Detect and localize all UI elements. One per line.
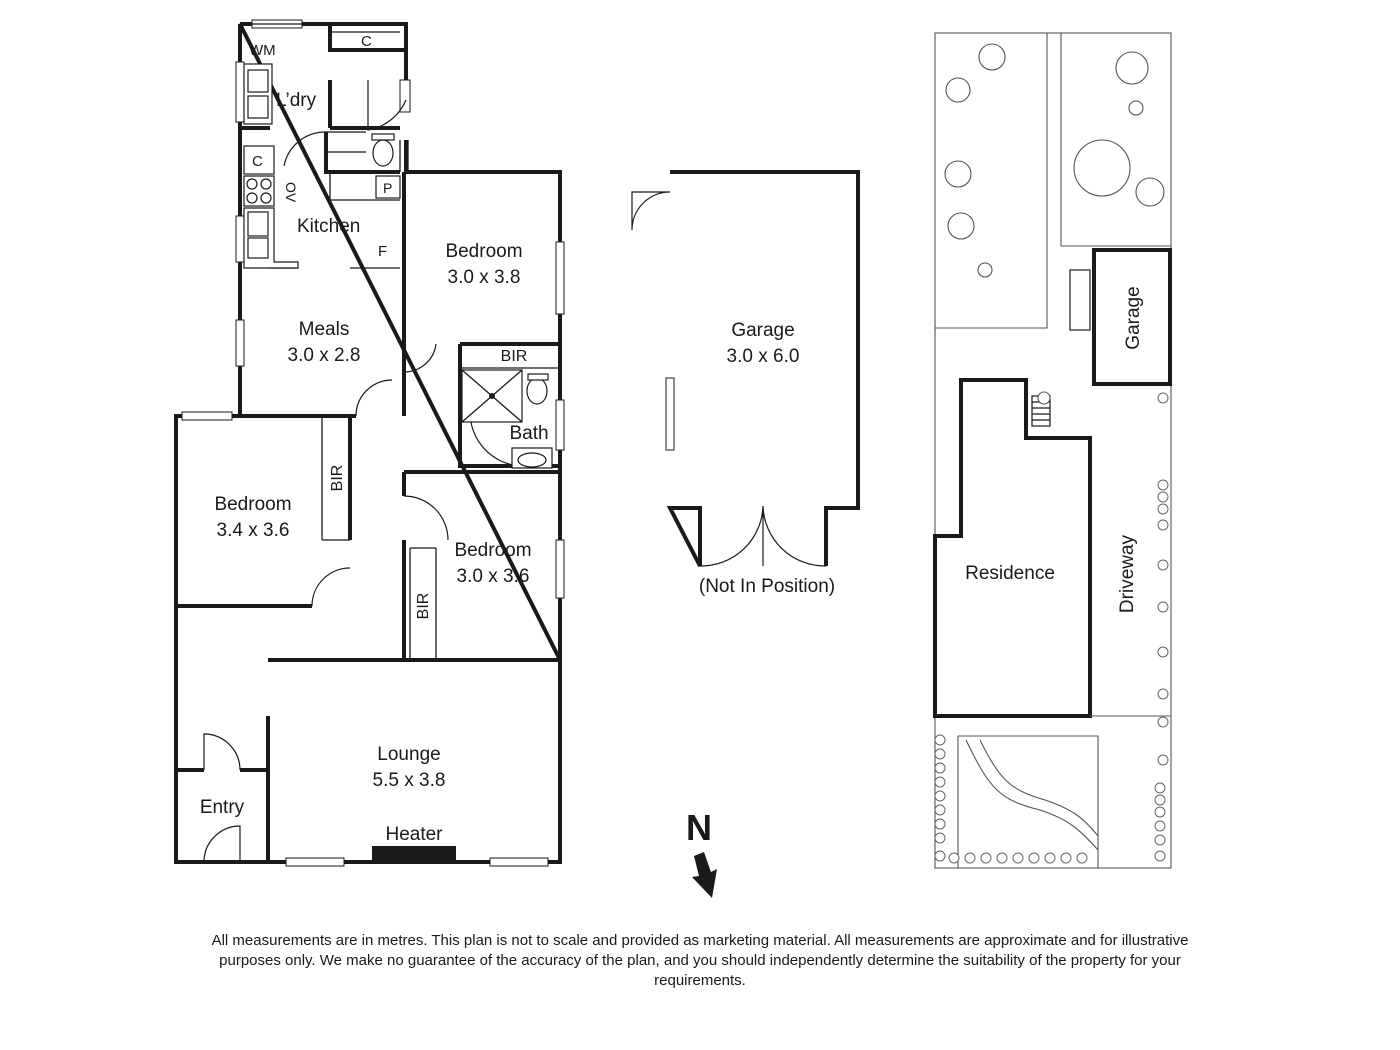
driveway-shrubs — [1154, 392, 1169, 862]
label-garage-size: 3.0 x 6.0 — [727, 346, 800, 367]
label-meals: Meals — [299, 319, 350, 340]
label-lounge: Lounge — [377, 744, 440, 765]
house-outer-wall — [174, 22, 562, 864]
north-label: N — [686, 807, 712, 848]
label-site-garage: Garage — [1123, 286, 1144, 349]
label-bedroom-rear-size: 3.0 x 3.8 — [448, 267, 521, 288]
label-bedroom-rear: Bedroom — [445, 241, 522, 262]
label-entry: Entry — [200, 797, 245, 818]
label-bedroom-mid-size: 3.0 x 3.6 — [457, 566, 530, 587]
label-garage-note: (Not In Position) — [699, 576, 835, 597]
front-shrubs — [934, 734, 1088, 864]
label-bedroom-west-size: 3.4 x 3.6 — [217, 520, 290, 541]
label-kitchen: Kitchen — [297, 216, 360, 237]
label-bedroom-mid: Bedroom — [454, 540, 531, 561]
label-bir-rear: BIR — [501, 348, 528, 365]
disclaimer-text: All measurements are in metres. This pla… — [211, 932, 1189, 989]
label-lounge-size: 5.5 x 3.8 — [373, 770, 446, 791]
label-bath: Bath — [509, 423, 548, 444]
garage-plan — [631, 170, 860, 567]
label-laundry: L’dry — [276, 90, 317, 111]
label-fridge: F — [378, 243, 387, 260]
label-cupboard-kitchen: C — [252, 153, 263, 170]
label-bir-west: BIR — [329, 465, 346, 492]
label-heater: Heater — [385, 824, 443, 845]
label-site-residence: Residence — [965, 563, 1055, 584]
label-garage: Garage — [731, 320, 794, 341]
site-plan — [933, 32, 1172, 869]
laundry-cupboard-wall — [328, 24, 406, 52]
label-pantry: P — [383, 180, 392, 196]
label-bir-mid: BIR — [415, 593, 432, 620]
label-wm: WM — [249, 42, 276, 59]
label-meals-size: 3.0 x 2.8 — [288, 345, 361, 366]
label-site-driveway: Driveway — [1117, 534, 1138, 613]
label-cupboard-laundry: C — [361, 33, 372, 50]
house-plan — [174, 19, 565, 867]
label-oven: OV — [283, 182, 299, 203]
label-bedroom-west: Bedroom — [214, 494, 291, 515]
north-arrow-icon — [692, 852, 717, 898]
